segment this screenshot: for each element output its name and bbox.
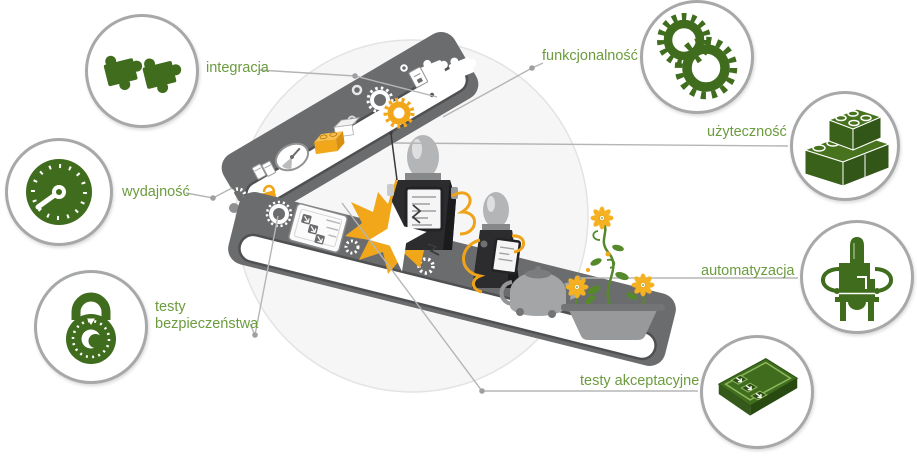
robot-chest-screen [404,186,444,232]
node-wydajnosc [5,138,113,246]
label-uzytecznosc: użyteczność [707,124,787,140]
label-line-2: bezpieczeństwa [155,316,259,332]
node-funkcjonalnosc [640,0,754,114]
label-testy-bezpieczenstwa: testy bezpieczeństwa [155,299,258,333]
flower [565,275,589,299]
white-gear-icon [366,86,394,114]
leader-uzytecznosc [393,142,789,147]
robot-cable [451,191,476,236]
robot-chest-screen [490,237,522,275]
label-line-1: testy [155,299,186,315]
keypad-icon [717,358,799,416]
puzzle-pieces-white-icon [420,57,477,83]
label-wydajnosc: wydajność [122,184,190,200]
test-robot-right [462,192,525,294]
cartons-icon [251,160,276,180]
robot-bulb-head [483,192,509,228]
node-testy-bezpieczenstwa [34,270,148,384]
belt-ring [364,126,372,134]
leader-wydajnosc [185,187,233,199]
flower [590,206,614,230]
label-automatyzacja: automatyzacja [701,263,795,279]
combination-lock-icon [66,292,116,364]
lego-on-belt-icon [314,117,361,155]
robot-cable [462,238,486,294]
belt-ring [344,239,360,255]
gears-icon [657,13,738,100]
robot-bulb-head [407,135,439,179]
gauge-on-belt-icon [274,142,310,172]
plant-leaves [585,244,638,305]
belt-ring [351,84,363,96]
label-testy-akceptacyjne: testy akceptacyjne [580,373,700,389]
node-uzytecznosc [790,91,900,201]
puzzle-icon [103,55,182,94]
tablet-on-belt [288,203,348,253]
white-gear-ring-icon [265,200,293,228]
flower-planter [561,206,665,340]
planter-pot [568,308,658,340]
node-automatyzacja [800,220,914,334]
carton-icon [408,66,428,88]
robot-icon [821,237,893,321]
label-integracja: integracja [206,60,269,76]
label-funkcjonalnosc: funkcjonalność [542,48,638,64]
explosion-burst [369,202,440,272]
gauge-icon [26,159,92,225]
lego-bricks-icon [804,108,890,187]
node-integracja [85,14,199,128]
flower [631,273,655,297]
node-testy-akceptacyjne [700,335,814,449]
orange-gear-icon [383,97,415,129]
belt-ring [400,64,408,72]
